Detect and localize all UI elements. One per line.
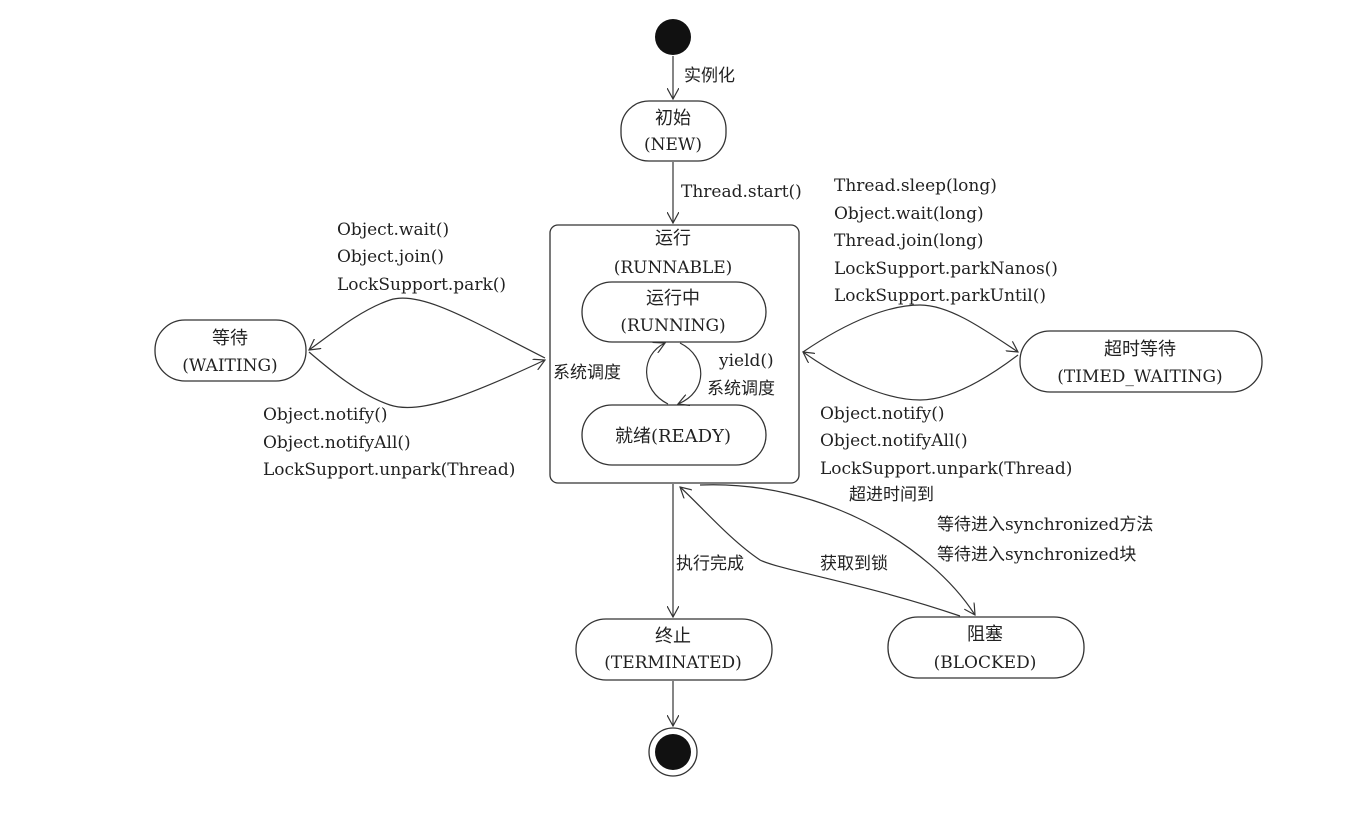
state-running-sub: (RUNNING) — [620, 316, 725, 336]
label-from-timed-2: Object.notifyAll() — [820, 431, 968, 451]
state-new: 初始 (NEW) — [620, 100, 727, 162]
edge-from-waiting — [308, 351, 545, 409]
label-acquire-lock: 获取到锁 — [820, 554, 888, 574]
state-timed-waiting-sub: (TIMED_WAITING) — [1057, 367, 1222, 387]
label-to-waiting-2: Object.join() — [337, 247, 444, 267]
state-timed-waiting-title: 超时等待 — [1104, 339, 1176, 360]
label-to-blocked-2: 等待进入synchronized块 — [937, 545, 1136, 565]
label-to-timed-2: Object.wait(long) — [834, 204, 984, 224]
label-to-waiting-1: Object.wait() — [337, 220, 449, 240]
state-runnable-title: 运行 — [655, 228, 691, 249]
label-start: Thread.start() — [681, 182, 802, 202]
state-running-title: 运行中 — [646, 288, 700, 309]
state-terminated: 终止 (TERMINATED) — [575, 618, 773, 681]
label-to-timed-5: LockSupport.parkUntil() — [834, 286, 1046, 306]
label-finish: 执行完成 — [676, 554, 744, 574]
edge-timeout-to-blocked — [699, 484, 975, 615]
edge-schedule-up — [646, 343, 669, 405]
label-yield: yield() — [718, 351, 774, 371]
state-ready-title: 就绪(READY) — [615, 426, 731, 447]
state-new-sub: (NEW) — [644, 135, 702, 155]
state-blocked-title: 阻塞 — [967, 624, 1003, 645]
state-waiting: 等待 (WAITING) — [154, 319, 307, 382]
edge-to-waiting — [309, 297, 546, 359]
label-schedule-left: 系统调度 — [553, 363, 621, 383]
label-to-waiting-3: LockSupport.park() — [337, 275, 506, 295]
initial-state-dot — [655, 19, 691, 55]
edge-to-timed — [802, 304, 1018, 352]
edge-from-timed — [803, 352, 1019, 401]
state-terminated-title: 终止 — [655, 626, 691, 647]
state-blocked: 阻塞 (BLOCKED) — [887, 616, 1085, 679]
label-from-timed-3: LockSupport.unpark(Thread) — [820, 459, 1072, 479]
state-blocked-sub: (BLOCKED) — [934, 653, 1037, 673]
state-terminated-sub: (TERMINATED) — [604, 653, 742, 673]
state-ready: 就绪(READY) — [581, 404, 767, 466]
state-waiting-sub: (WAITING) — [182, 356, 277, 376]
label-schedule-right: 系统调度 — [707, 379, 775, 399]
label-from-waiting-1: Object.notify() — [263, 405, 388, 425]
label-timeout: 超进时间到 — [849, 485, 934, 505]
state-runnable-sub: (RUNNABLE) — [614, 258, 733, 278]
state-new-title: 初始 — [655, 108, 691, 129]
label-to-timed-3: Thread.join(long) — [834, 231, 984, 251]
label-to-timed-4: LockSupport.parkNanos() — [834, 259, 1058, 279]
label-from-waiting-2: Object.notifyAll() — [263, 433, 411, 453]
label-to-blocked-1: 等待进入synchronized方法 — [937, 515, 1153, 535]
state-waiting-title: 等待 — [212, 328, 248, 349]
label-from-timed-1: Object.notify() — [820, 404, 945, 424]
edge-acquire-lock — [680, 487, 961, 617]
label-instantiate: 实例化 — [684, 66, 735, 86]
edge-yield-down — [678, 342, 702, 404]
state-running: 运行中 (RUNNING) — [581, 281, 767, 343]
state-timed-waiting: 超时等待 (TIMED_WAITING) — [1019, 330, 1263, 393]
final-state-dot — [648, 727, 698, 777]
label-from-waiting-3: LockSupport.unpark(Thread) — [263, 460, 515, 480]
label-to-timed-1: Thread.sleep(long) — [834, 176, 997, 196]
